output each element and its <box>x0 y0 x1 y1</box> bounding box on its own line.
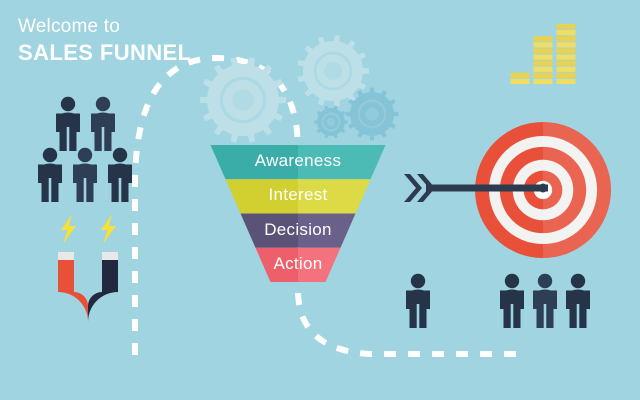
coin-stack-2 <box>533 36 553 85</box>
person-icon <box>37 147 63 202</box>
coin <box>556 42 576 48</box>
magnet-tip-right <box>102 252 118 260</box>
arrow-fletching-1 <box>404 174 422 202</box>
title-line-sales-funnel: SALES FUNNEL <box>18 39 192 65</box>
lightning-bolt-icon-1 <box>61 214 76 244</box>
funnel-label-interest[interactable]: Interest <box>268 185 328 205</box>
gear-icon <box>314 105 348 139</box>
coin <box>510 72 530 78</box>
people-group-mid-left <box>37 147 133 202</box>
coin <box>556 54 576 60</box>
gear-icon <box>345 87 399 141</box>
coin <box>533 54 553 60</box>
arrow-fletching-2 <box>417 174 435 202</box>
funnel-stage-action <box>255 247 298 282</box>
arrow-shaft <box>426 184 548 192</box>
funnel-label-awareness[interactable]: Awareness <box>254 151 342 171</box>
funnel-stage-awareness-highlight <box>298 145 386 180</box>
person-icon <box>499 273 525 328</box>
coin <box>556 78 576 85</box>
funnel-stage-decision <box>240 213 298 248</box>
person-icon <box>405 273 431 328</box>
magnet-tip-left <box>58 252 74 260</box>
magnet-pole-right <box>88 252 118 322</box>
funnel-stage-action-highlight <box>298 247 341 282</box>
title-line-welcome: Welcome to <box>18 16 120 37</box>
person-single-bottom <box>405 273 431 328</box>
funnel-label-action[interactable]: Action <box>273 253 323 273</box>
person-icon <box>90 96 116 151</box>
person-icon <box>55 96 81 151</box>
coin <box>556 48 576 54</box>
coin <box>533 66 553 72</box>
coin <box>533 78 553 85</box>
coin <box>556 36 576 42</box>
coin <box>510 78 530 85</box>
coin <box>533 72 553 78</box>
funnel-stage-awareness <box>210 145 298 180</box>
magnet-pole-left <box>58 252 88 322</box>
arrow <box>404 174 548 202</box>
coin <box>533 48 553 54</box>
page-title: Welcome to SALES FUNNEL <box>18 16 238 66</box>
coin-stack-3 <box>556 24 576 85</box>
coin <box>556 30 576 36</box>
funnel-stage-interest <box>225 179 298 214</box>
coin-stack-1 <box>510 72 530 85</box>
gear-icon <box>297 35 369 107</box>
people-group-top-left <box>55 96 116 151</box>
coin <box>533 42 553 48</box>
gear-icon <box>199 57 287 143</box>
coin <box>556 24 576 30</box>
person-icon <box>107 147 133 202</box>
funnel-stage-interest-highlight <box>298 179 371 214</box>
person-icon <box>72 147 98 202</box>
lightning-bolt-icon-2 <box>101 214 116 244</box>
coin <box>556 60 576 66</box>
coin <box>556 72 576 78</box>
funnel-stage-decision-highlight <box>298 213 356 248</box>
person-icon <box>532 273 558 328</box>
arrow-tip <box>538 183 548 193</box>
coin <box>556 66 576 72</box>
people-group-bottom-right <box>499 273 591 328</box>
funnel-label-decision[interactable]: Decision <box>264 219 332 239</box>
person-icon <box>565 273 591 328</box>
coin <box>533 60 553 66</box>
coin <box>533 36 553 42</box>
